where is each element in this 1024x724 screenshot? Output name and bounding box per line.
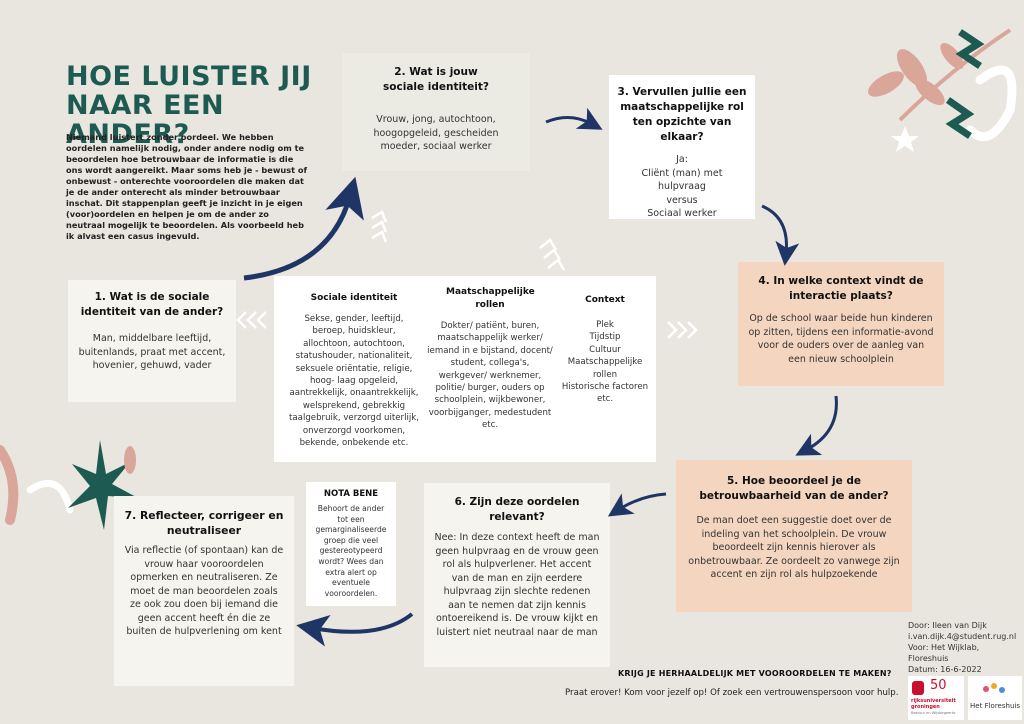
step-3-heading: 3. Vervullen jullie een maatschappelijke… xyxy=(617,86,747,143)
step-3-body: Ja: Cliënt (man) met hulpvraag versus So… xyxy=(641,154,723,219)
center-col-3-body: Plek Tijdstip Cultuur Maatschappelijke r… xyxy=(561,320,649,405)
intro-text: Niemand luistert zonder oordeel. We hebb… xyxy=(66,132,308,241)
step-5-box: 5. Hoe beoordeel je de betrouwbaarheid v… xyxy=(676,460,912,612)
chevrons-up-left xyxy=(371,210,388,243)
step-7-heading: 7. Reflecteer, corrigeer en neutraliseer xyxy=(124,509,284,537)
step-5-body: De man doet een suggestie doet over de i… xyxy=(688,515,900,580)
credit-author: Door: Ileen van Dijk xyxy=(908,621,987,630)
step-5-heading: 5. Hoe beoordeel je de betrouwbaarheid v… xyxy=(699,475,889,502)
step-2-box: 2. Wat is jouw sociale identiteit? Vrouw… xyxy=(342,53,530,171)
chevrons-left xyxy=(236,311,267,329)
center-col-1-heading: Sociale identiteit xyxy=(310,293,398,303)
arrow-6-to-7 xyxy=(296,612,414,647)
step-1-body: Man, middelbare leeftijd, buitenlands, p… xyxy=(78,333,226,371)
center-col-3-heading: Context xyxy=(585,295,625,305)
center-col-1-body: Sekse, gender, leeftijd, beroep, huidskl… xyxy=(289,314,419,449)
rug-name: rijksuniversiteit groningen xyxy=(911,698,956,710)
center-col-2-heading: Maatschappelijke rollen xyxy=(446,287,535,310)
step-2-heading: 2. Wat is jouw sociale identiteit? xyxy=(383,66,489,93)
center-col-maatschappelijke-rollen: Maatschappelijke rollen Dokter/ patiënt,… xyxy=(426,286,554,432)
step-6-heading: 6. Zijn deze oordelen relevant? xyxy=(454,496,580,523)
credits: Door: Ileen van Dijk i.van.dijk.4@studen… xyxy=(908,620,1018,675)
credit-date: Datum: 16-6-2022 xyxy=(908,665,982,674)
step-7-box: 7. Reflecteer, corrigeer en neutraliseer… xyxy=(114,496,294,686)
chevrons-right xyxy=(667,321,698,339)
bottom-question: KRIJG JE HERHAALDELIJK MET VOOROORDELEN … xyxy=(618,669,892,678)
rug-seal-icon xyxy=(912,681,924,695)
decorative-star-left xyxy=(0,440,138,530)
step-7-body: Via reflectie (of spontaan) kan de vrouw… xyxy=(124,545,284,637)
step-4-heading: 4. In welke context vindt de interactie … xyxy=(758,275,924,302)
step-3-box: 3. Vervullen jullie een maatschappelijke… xyxy=(609,75,755,219)
step-6-body: Nee: In deze context heeft de man geen h… xyxy=(434,532,600,638)
arrow-3-to-4 xyxy=(761,204,800,266)
nota-bene-box: NOTA BENE Behoort de ander tot een gemar… xyxy=(306,482,396,606)
floreshuis-name: Het Floreshuis xyxy=(970,702,1020,710)
arrow-5-to-6 xyxy=(607,492,667,517)
step-1-box: 1. Wat is de sociale identiteit van de a… xyxy=(68,280,236,402)
nota-bene-heading: NOTA BENE xyxy=(323,489,379,499)
step-4-body: Op de school waar beide hun kinderen op … xyxy=(748,313,934,365)
rug-logo: 50 rijksuniversiteit groningen Bestuur e… xyxy=(908,676,964,720)
rug-sub: Bestuur en Wijsbegeerte xyxy=(911,711,956,715)
center-col-context: Context Plek Tijdstip Cultuur Maatschapp… xyxy=(560,294,650,406)
step-4-box: 4. In welke context vindt de interactie … xyxy=(738,262,944,386)
credit-email[interactable]: i.van.dijk.4@student.rug.nl xyxy=(908,632,1017,641)
bottom-answer: Praat erover! Kom voor jezelf op! Of zoe… xyxy=(565,688,899,698)
arrow-1-to-2 xyxy=(243,176,364,281)
step-1-heading: 1. Wat is de sociale identiteit van de a… xyxy=(80,291,224,318)
floreshuis-dots-icon xyxy=(983,683,1005,693)
step-6-box: 6. Zijn deze oordelen relevant? Nee: In … xyxy=(424,483,610,667)
page-title: HOE LUISTER JIJ NAAR EEN ANDER? xyxy=(66,61,312,150)
arrow-4-to-5 xyxy=(795,395,838,456)
center-panel: Sociale identiteit Sekse, gender, leefti… xyxy=(274,276,656,462)
chevrons-up-right xyxy=(539,238,566,271)
center-col-2-body: Dokter/ patiënt, buren, maatschappelijk … xyxy=(427,321,553,431)
center-col-sociale-identiteit: Sociale identiteit Sekse, gender, leefti… xyxy=(288,292,420,449)
arrow-2-to-3 xyxy=(545,107,603,130)
step-2-body: Vrouw, jong, autochtoon, hoogopgeleid, g… xyxy=(373,114,499,152)
floreshuis-logo: Het Floreshuis xyxy=(968,676,1022,720)
nota-bene-body: Behoort de ander tot een gemarginaliseer… xyxy=(315,504,387,598)
rug-number: 50 xyxy=(930,678,947,693)
credit-for: Voor: Het Wijklab, Floreshuis xyxy=(908,643,980,663)
decorative-leaves-topright xyxy=(868,28,1017,152)
